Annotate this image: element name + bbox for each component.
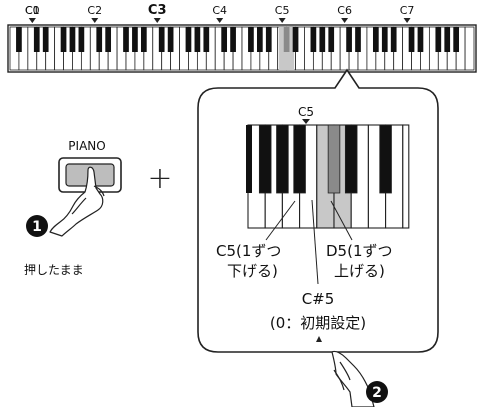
black-key xyxy=(42,27,49,52)
leader-center xyxy=(311,199,319,285)
piano-button-label: PIANO xyxy=(68,139,105,153)
black-key xyxy=(310,27,317,52)
octave-label-c3: C3 xyxy=(148,3,167,18)
step-1-badge xyxy=(26,215,48,237)
black-key xyxy=(319,27,326,52)
zoom-white-key-partial xyxy=(402,124,410,229)
step-2-badge xyxy=(366,381,388,403)
black-key xyxy=(346,27,352,52)
black-key xyxy=(256,27,263,52)
black-key xyxy=(230,27,236,52)
zoom-black-key xyxy=(293,124,306,194)
black-key xyxy=(167,27,174,52)
octave-marker xyxy=(278,18,286,23)
black-key xyxy=(355,27,361,52)
hand-icon-bottom xyxy=(331,350,375,407)
plus-sign: + xyxy=(147,161,172,196)
black-key xyxy=(158,27,165,52)
black-key xyxy=(435,27,442,52)
zoom-black-key-partial xyxy=(246,125,252,193)
right-text-line2: 上げる) xyxy=(334,262,385,280)
black-key xyxy=(33,27,40,52)
black-key xyxy=(105,27,112,52)
octave-label-c2: C2 xyxy=(87,4,102,17)
black-key xyxy=(16,27,22,52)
zoom-key-cs5 xyxy=(327,124,341,194)
zoom-black-key xyxy=(258,124,272,194)
leader-right xyxy=(330,200,353,241)
black-key xyxy=(185,27,192,52)
black-key xyxy=(78,27,85,52)
black-key xyxy=(96,27,103,52)
zoomed-keyboard xyxy=(246,124,410,229)
left-text-line2: 下げる) xyxy=(227,262,278,280)
black-key xyxy=(381,27,388,52)
right-text-line1: D5(1ずつ xyxy=(326,242,393,260)
octave-marker xyxy=(153,18,161,23)
octave-marker xyxy=(341,18,349,23)
center-text-line1: C#5 xyxy=(302,290,335,308)
black-key xyxy=(60,27,67,52)
step-1-number: 1 xyxy=(32,219,42,235)
left-text-line1: C5(1ずつ xyxy=(216,242,281,260)
zoom-key-label: C5 xyxy=(298,105,314,119)
black-key xyxy=(69,27,76,52)
black-key xyxy=(292,27,299,52)
leader-left xyxy=(265,200,296,241)
hand-icon-left xyxy=(49,166,105,237)
octave-marker xyxy=(91,18,99,23)
octave-label-c1: C1 xyxy=(25,4,40,17)
zoom-black-key xyxy=(276,124,289,194)
black-key xyxy=(444,27,451,52)
octave-label-c0: C0 xyxy=(25,4,40,17)
octave-label-c7: C7 xyxy=(400,4,415,17)
black-key xyxy=(390,27,397,52)
center-text-line2: (0：初期設定) xyxy=(270,314,366,332)
full-keyboard xyxy=(7,24,477,73)
black-key-cs5 xyxy=(283,27,290,52)
black-key xyxy=(203,27,210,52)
octave-marker xyxy=(216,18,224,23)
black-key xyxy=(408,27,415,52)
zoom-key-marker xyxy=(302,119,310,124)
black-key xyxy=(265,27,272,52)
octave-label-c4: C4 xyxy=(212,4,227,17)
black-key xyxy=(221,27,228,52)
black-key xyxy=(132,27,138,52)
white-key xyxy=(464,26,475,71)
black-key xyxy=(372,27,379,52)
step-2-number: 2 xyxy=(372,385,382,401)
black-key xyxy=(123,27,129,52)
zoom-black-key xyxy=(379,124,392,194)
zoom-black-key xyxy=(344,124,358,194)
black-key xyxy=(194,27,201,52)
black-key xyxy=(328,27,335,52)
black-key xyxy=(417,27,424,52)
octave-marker xyxy=(403,18,411,23)
black-key xyxy=(453,27,460,52)
black-key xyxy=(140,27,147,52)
black-key xyxy=(248,27,254,52)
step-1-caption: 押したまま xyxy=(24,263,84,277)
octave-label-c5: C5 xyxy=(275,4,290,17)
octave-marker xyxy=(28,18,36,23)
octave-label-c6: C6 xyxy=(337,4,352,17)
press-arrow xyxy=(316,336,322,342)
